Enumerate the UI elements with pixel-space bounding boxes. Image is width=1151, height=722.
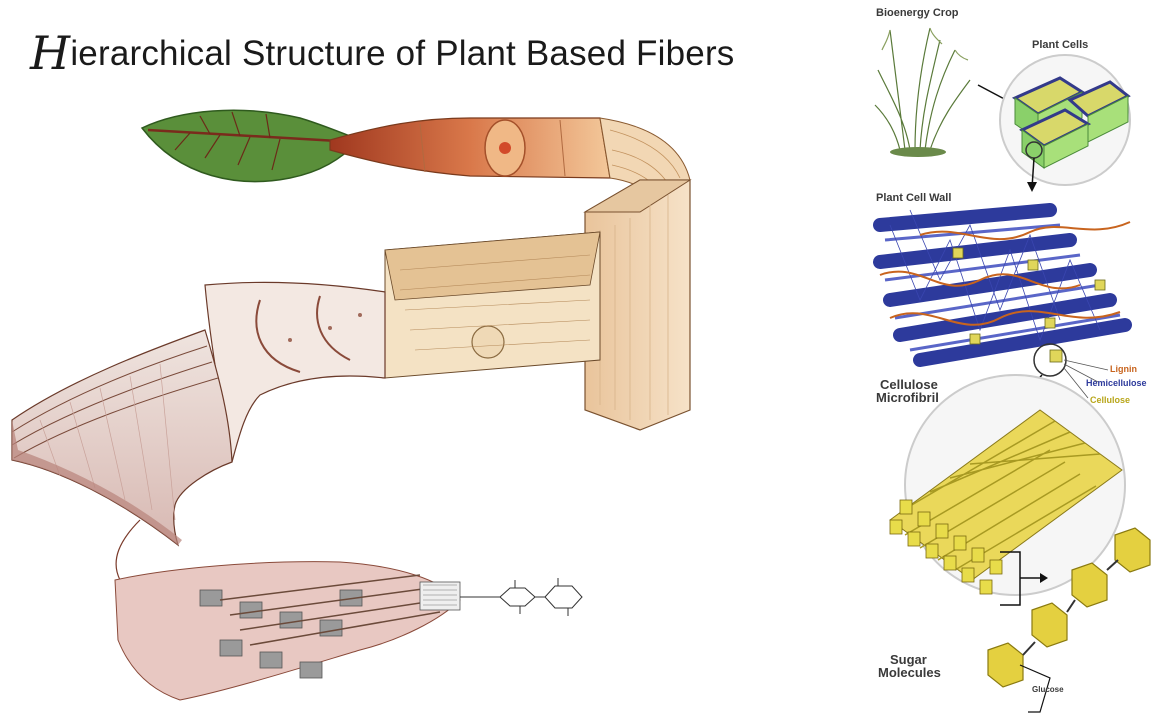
label-plant-cell-wall: Plant Cell Wall — [876, 193, 951, 204]
label-plant-cells: Plant Cells — [1032, 40, 1088, 51]
label-glucose: Glucose — [1032, 686, 1064, 694]
molecular-structure-drawing — [460, 578, 582, 616]
leaf-drawing — [142, 110, 360, 181]
wood-block-drawing — [585, 180, 690, 430]
legend-lignin: Lignin — [1110, 364, 1137, 374]
microfibril-bundle-drawing — [115, 562, 460, 700]
arrowhead-cells-to-wall — [1027, 182, 1037, 192]
bioenergy-panel-svg — [860, 0, 1151, 722]
label-microfibril: Microfibril — [876, 391, 939, 404]
connector-thread — [116, 520, 140, 580]
plant-cells-drawing — [1000, 55, 1130, 185]
label-bioenergy-crop: Bioenergy Crop — [876, 8, 959, 19]
legend-cellulose: Cellulose — [1090, 395, 1130, 405]
hierarchy-illustration — [0, 0, 840, 722]
cell-wall-layers-drawing — [12, 330, 232, 545]
bioenergy-panel: Bioenergy Crop Plant Cells Plant Cell Wa… — [860, 0, 1151, 722]
bioenergy-crop-drawing — [875, 28, 970, 157]
label-molecules: Molecules — [878, 666, 941, 679]
middle-layer-drawing — [205, 282, 385, 462]
legend-hemicellulose: Hemicellulose — [1086, 378, 1147, 388]
plant-cell-wall-drawing — [880, 210, 1130, 376]
cellulose-microfibril-drawing — [890, 375, 1125, 595]
cell-cluster-drawing — [385, 232, 600, 378]
hierarchy-illustration-svg — [0, 0, 840, 722]
